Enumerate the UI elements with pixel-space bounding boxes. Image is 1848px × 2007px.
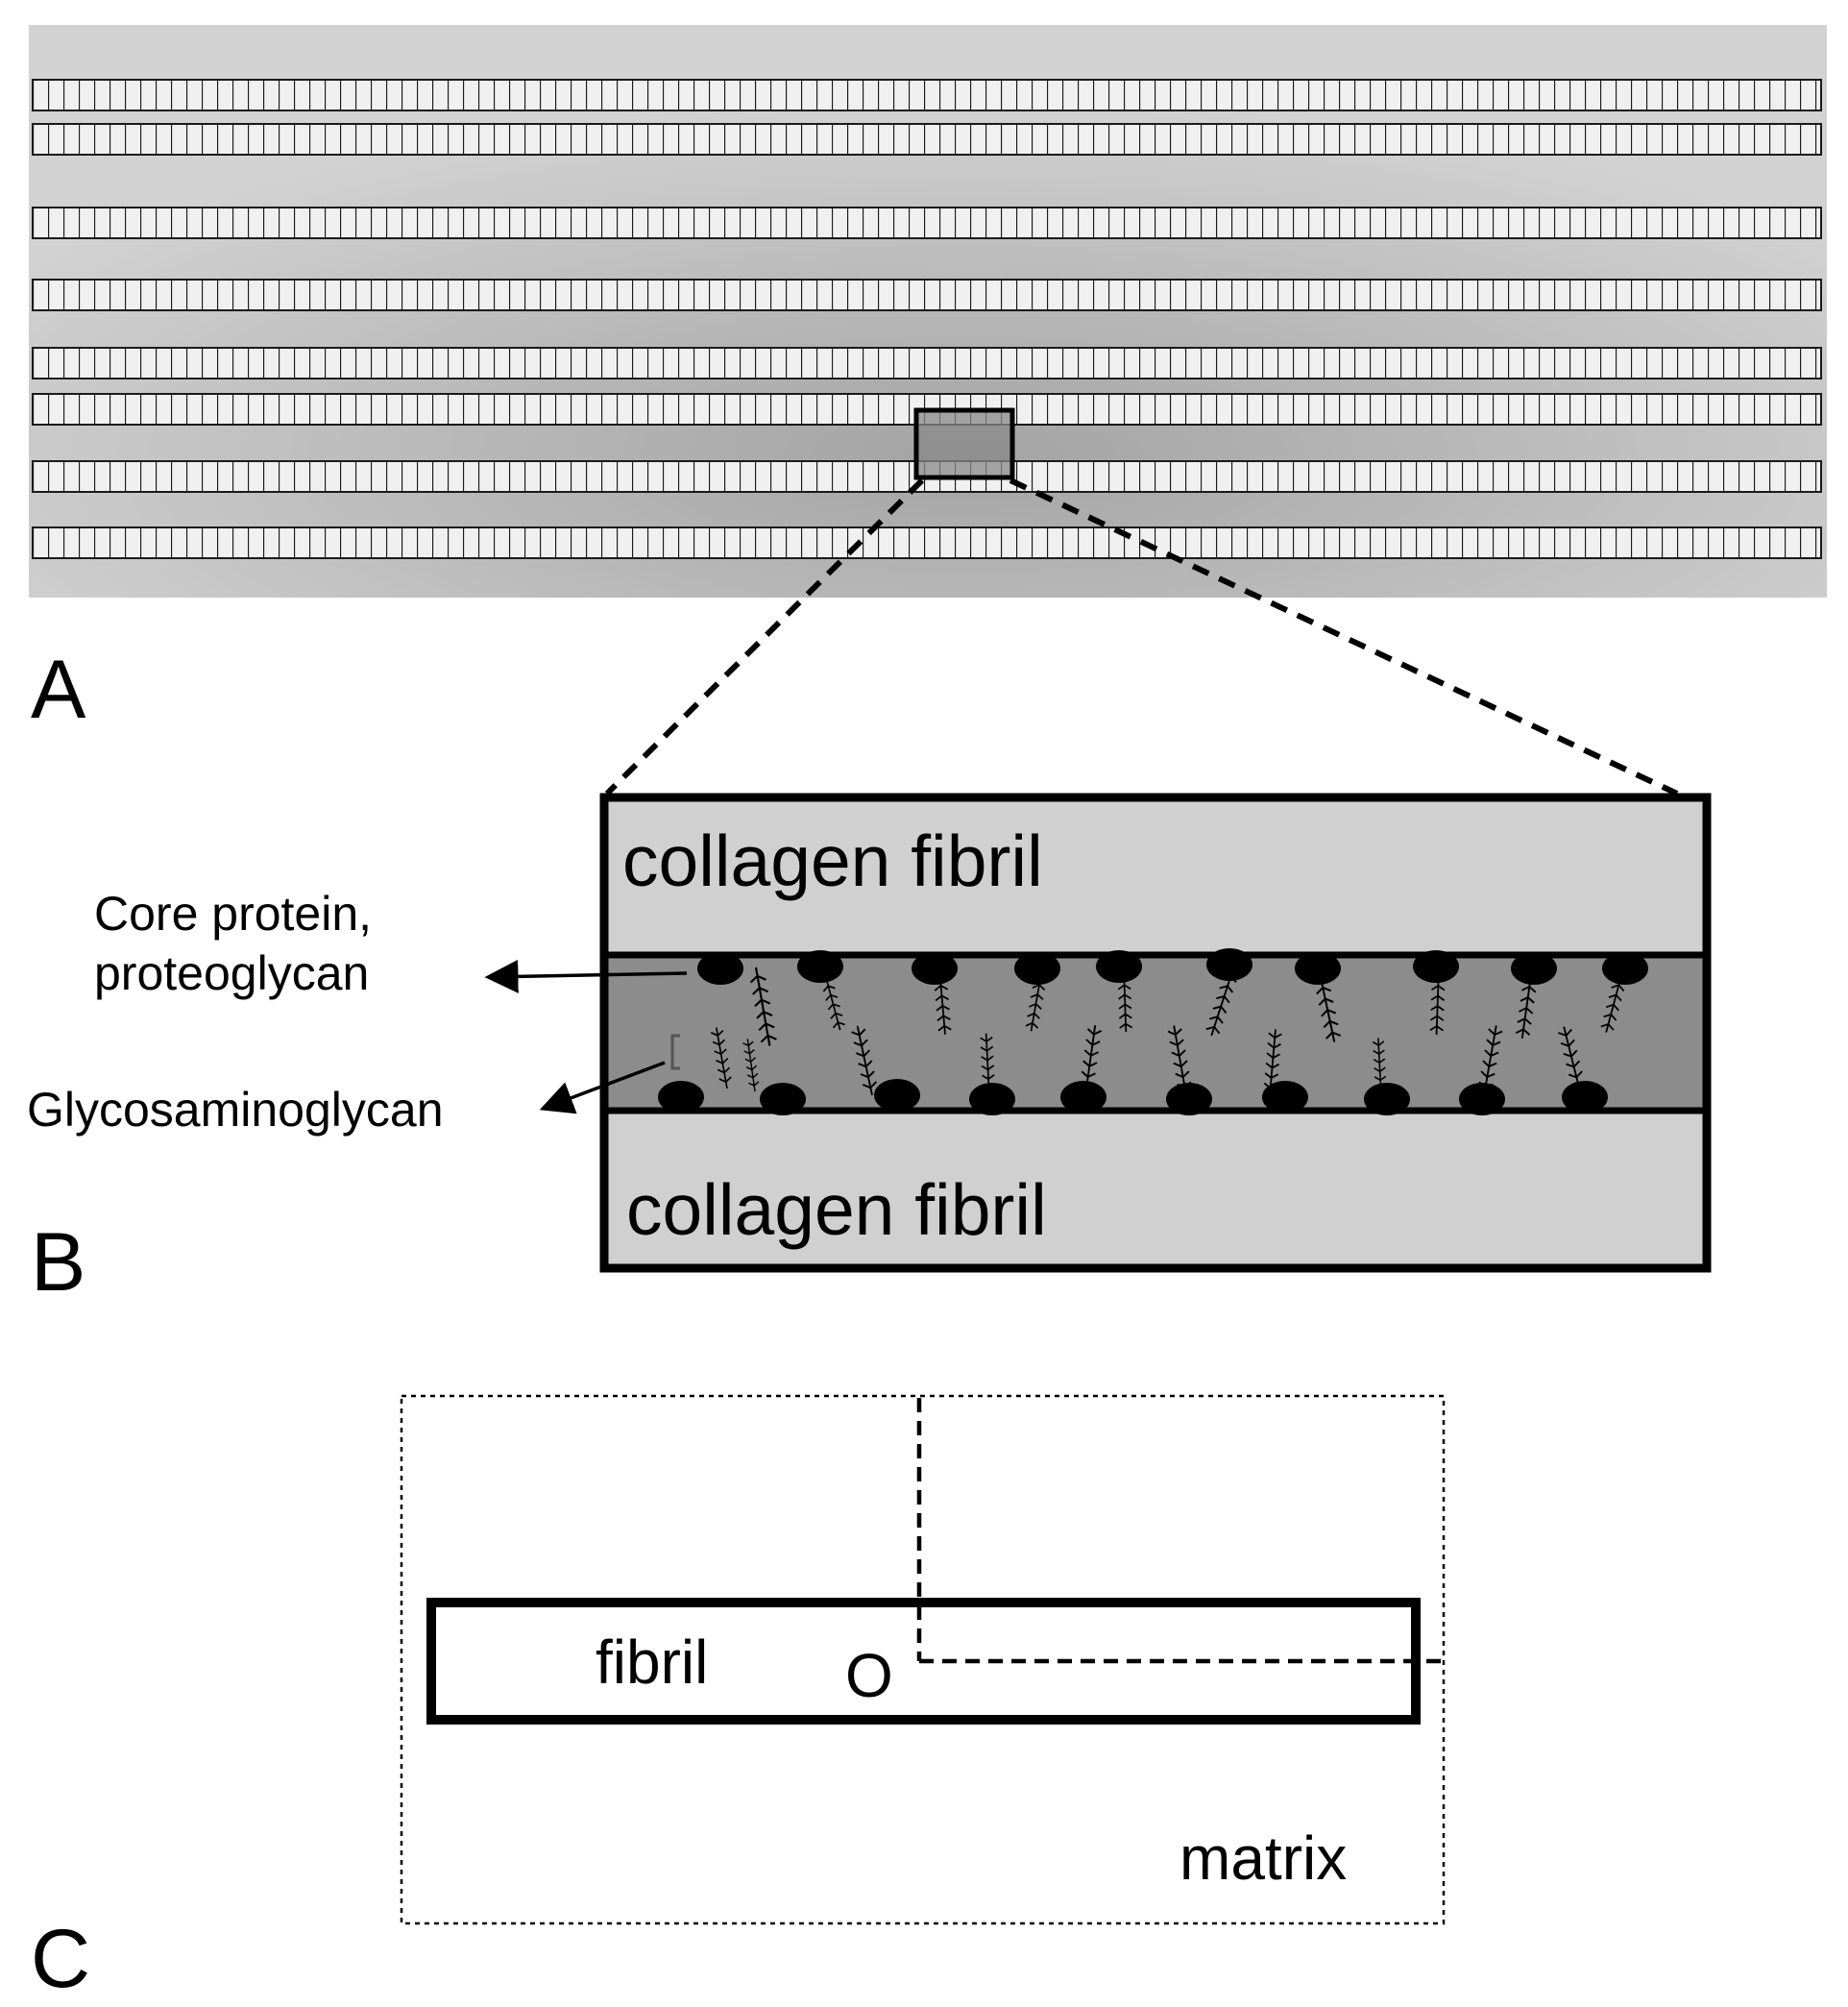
zoom-lines [604, 477, 1679, 796]
zoom-region-box [913, 407, 1015, 480]
fibril-row [32, 347, 1822, 379]
matrix-label: matrix [1179, 1823, 1347, 1893]
gag-arrow [539, 1061, 666, 1114]
panel-label-b: B [31, 1216, 85, 1309]
fibril-bottom [604, 1111, 1707, 1268]
origin-label: O [845, 1641, 893, 1710]
fibril-row [32, 526, 1822, 559]
panel-label-c: C [31, 1913, 90, 2005]
core-protein-label-line2: proteoglycan [94, 946, 369, 1000]
panel-b: collagen fibril collagen fibril Core pro… [27, 793, 1712, 1309]
panel-b-frame [599, 793, 1712, 1273]
fibril-top-label: collagen fibril [622, 820, 1043, 901]
zoom-line-left [604, 477, 925, 796]
zoom-line-right [1009, 477, 1679, 796]
fibril-row [32, 79, 1822, 111]
fibril-row [32, 207, 1822, 239]
panel-a: A [29, 25, 1827, 736]
gag-label: Glycosaminoglycan [27, 1083, 444, 1137]
fibril-top [604, 797, 1707, 955]
fibril-label: fibril [596, 1628, 708, 1697]
panel-label-a: A [31, 644, 86, 736]
fibril-row [32, 123, 1822, 156]
fibril-bottom-label: collagen fibril [626, 1169, 1047, 1250]
gag-bracket [670, 1034, 680, 1070]
core-protein-label-line1: Core protein, [94, 887, 372, 941]
fibril-row [32, 279, 1822, 311]
panel-c: fibril O matrix C [31, 1394, 1446, 2005]
core-protein-arrow [484, 959, 688, 993]
matrix-domain-box [400, 1394, 1446, 1925]
